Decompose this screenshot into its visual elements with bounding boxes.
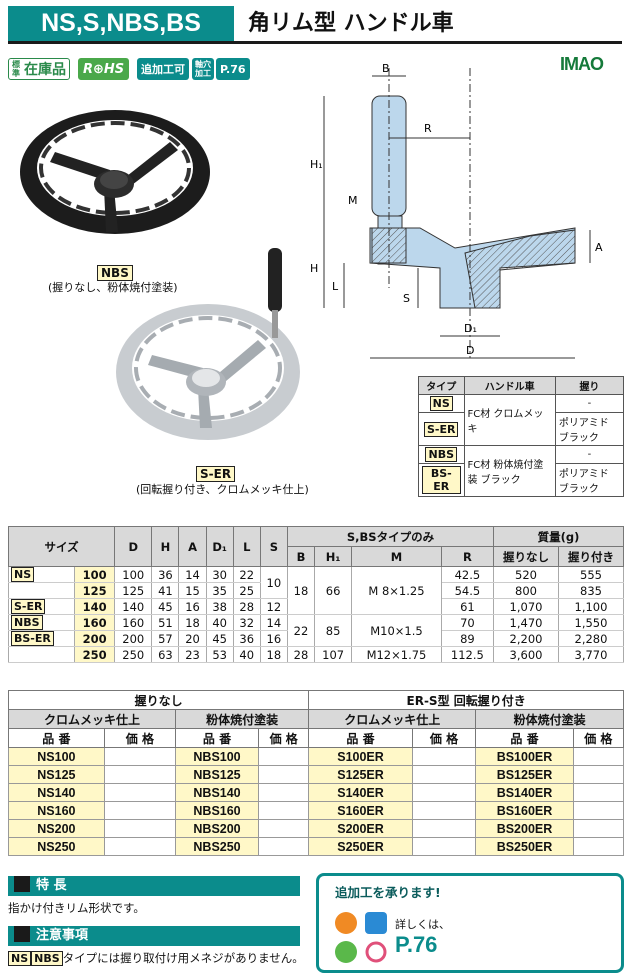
imao-logo: IMAO xyxy=(560,54,604,74)
standard-stock-badge: 標準在庫品 xyxy=(8,58,70,80)
product-code-title: NS,S,NBS,BS xyxy=(8,6,234,41)
ser-caption-desc: (回転握り付き、クロムメッキ仕上) xyxy=(136,483,309,496)
svg-text:H₁: H₁ xyxy=(310,158,323,171)
machining-icons xyxy=(335,912,387,963)
ser-caption-code: S-ER xyxy=(196,463,236,482)
shaft-hole-badge: 軸穴加工 xyxy=(192,58,214,80)
features-text: 指かけ付きリム形状です。 xyxy=(8,901,145,915)
notes-heading: 注意事項 xyxy=(8,926,300,946)
nbs-caption-desc: (握りなし、粉体焼付塗装) xyxy=(48,281,178,294)
dimension-drawing: B R H₁ M H A L S D₁ D xyxy=(310,62,603,359)
promo-detail: 詳しくは、 xyxy=(395,918,450,931)
svg-text:D₁: D₁ xyxy=(464,322,477,335)
svg-text:S: S xyxy=(403,292,410,305)
svg-text:A: A xyxy=(595,241,603,254)
page-ref-badge: P.76 xyxy=(216,58,250,80)
nbs-handwheel-image xyxy=(20,110,210,234)
product-name-title: 角リム型 ハンドル車 xyxy=(248,11,454,36)
svg-text:M: M xyxy=(348,194,358,207)
additional-machining-badge: 追加工可 xyxy=(137,58,189,80)
ser-handwheel-image xyxy=(116,248,300,440)
rohs-badge: R⊕HS xyxy=(78,58,130,80)
svg-text:H: H xyxy=(310,262,318,275)
features-heading: 特 長 xyxy=(8,876,300,896)
additional-machining-box: 追加工を承ります! 詳しくは、 P.76 xyxy=(316,873,624,973)
promo-title: 追加工を承ります! xyxy=(335,885,441,900)
svg-text:L: L xyxy=(332,280,339,293)
svg-text:R: R xyxy=(424,122,432,135)
svg-text:D: D xyxy=(466,344,474,357)
nbs-caption-code: NBS xyxy=(97,262,133,281)
promo-page-ref: P.76 xyxy=(395,932,438,957)
svg-text:B: B xyxy=(382,62,390,75)
title-bar: NS,S,NBS,BS 角リム型 ハンドル車 xyxy=(8,6,622,44)
